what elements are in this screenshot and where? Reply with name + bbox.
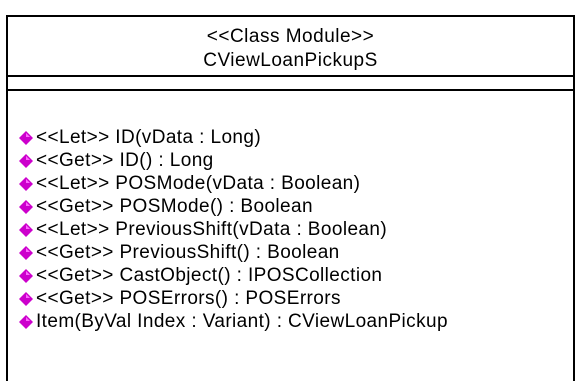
operation-label: <<Get>> PreviousShift() : Boolean bbox=[36, 242, 340, 263]
operation-row[interactable]: <<Get>> PreviousShift() : Boolean bbox=[8, 241, 573, 264]
operation-label: <<Get>> POSMode() : Boolean bbox=[36, 196, 313, 217]
operation-label: <<Let>> POSMode(vData : Boolean) bbox=[36, 173, 361, 194]
method-diamond-icon bbox=[18, 245, 34, 261]
class-stereotype: <<Class Module>> bbox=[206, 26, 375, 47]
method-diamond-icon bbox=[18, 291, 34, 307]
attributes-compartment bbox=[8, 77, 573, 91]
method-diamond-icon bbox=[18, 176, 34, 192]
operation-row[interactable]: <<Get>> POSErrors() : POSErrors bbox=[8, 287, 573, 310]
operation-label: <<Get>> POSErrors() : POSErrors bbox=[36, 288, 341, 309]
operation-row[interactable]: <<Get>> POSMode() : Boolean bbox=[8, 195, 573, 218]
method-diamond-icon bbox=[18, 314, 34, 330]
operation-label: <<Let>> PreviousShift(vData : Boolean) bbox=[36, 219, 388, 240]
operation-row[interactable]: <<Get>> ID() : Long bbox=[8, 149, 573, 172]
operation-row[interactable]: Item(ByVal Index : Variant) : CViewLoanP… bbox=[8, 310, 573, 333]
method-diamond-icon bbox=[18, 153, 34, 169]
operation-label: Item(ByVal Index : Variant) : CViewLoanP… bbox=[36, 311, 448, 332]
operation-label: <<Get>> CastObject() : IPOSCollection bbox=[36, 265, 383, 286]
method-diamond-icon bbox=[18, 222, 34, 238]
uml-class-box[interactable]: <<Class Module>> CViewLoanPickupS <<Let>… bbox=[6, 15, 575, 381]
method-diamond-icon bbox=[18, 199, 34, 215]
operation-row[interactable]: <<Get>> CastObject() : IPOSCollection bbox=[8, 264, 573, 287]
operation-label: <<Get>> ID() : Long bbox=[36, 150, 214, 171]
class-name: CViewLoanPickupS bbox=[203, 50, 378, 71]
class-header: <<Class Module>> CViewLoanPickupS bbox=[8, 17, 573, 77]
method-diamond-icon bbox=[18, 268, 34, 284]
operation-row[interactable]: <<Let>> POSMode(vData : Boolean) bbox=[8, 172, 573, 195]
operation-row[interactable]: <<Let>> PreviousShift(vData : Boolean) bbox=[8, 218, 573, 241]
method-diamond-icon bbox=[18, 130, 34, 146]
operations-compartment: <<Let>> ID(vData : Long) <<Get>> ID() : … bbox=[8, 91, 573, 333]
operation-row[interactable]: <<Let>> ID(vData : Long) bbox=[8, 126, 573, 149]
operation-label: <<Let>> ID(vData : Long) bbox=[36, 127, 262, 148]
